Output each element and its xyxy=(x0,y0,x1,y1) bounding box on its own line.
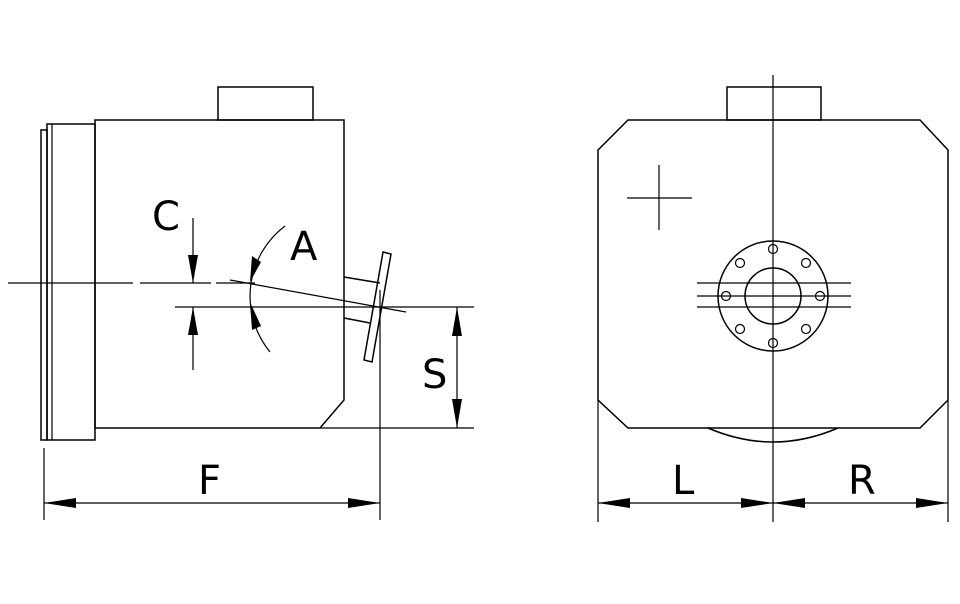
dimension-c: C xyxy=(152,194,198,370)
dimension-a: A xyxy=(249,224,318,353)
label-r: R xyxy=(848,458,876,504)
top-outlet xyxy=(217,86,314,121)
cross-mark xyxy=(627,165,692,230)
label-c: C xyxy=(152,194,180,240)
housing-body xyxy=(94,119,345,429)
centerlines xyxy=(8,279,474,520)
side-view: C A S F xyxy=(8,86,474,520)
label-f: F xyxy=(198,458,221,504)
top-outlet xyxy=(726,86,822,121)
outlet-flange xyxy=(697,240,851,352)
label-a: A xyxy=(290,224,318,270)
label-s: S xyxy=(422,352,447,398)
dimension-r: R xyxy=(773,458,948,508)
side-outlet-pipe xyxy=(343,251,392,363)
housing-body xyxy=(597,119,949,429)
dimension-f: F xyxy=(43,448,380,520)
label-l: L xyxy=(672,458,695,504)
front-view: L R xyxy=(597,75,949,522)
dimension-s: S xyxy=(422,307,462,428)
dimension-l: L xyxy=(598,458,773,508)
front-flange xyxy=(40,123,96,441)
